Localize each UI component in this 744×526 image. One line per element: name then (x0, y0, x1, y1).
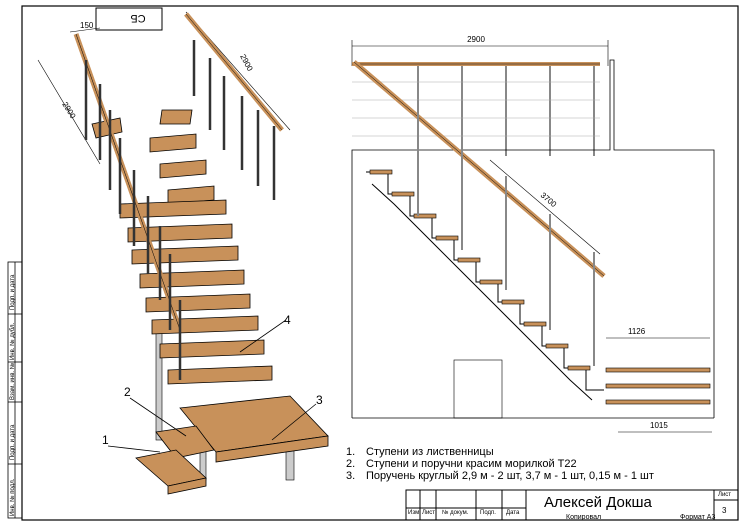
title-block (405, 489, 739, 521)
dim-elev-rail: 3700 (539, 191, 559, 210)
iso-staircase: 150 2900 2900 (37, 11, 329, 495)
author-name: Алексей Докша (544, 494, 652, 511)
side-label: Инв. № подл. (10, 478, 16, 516)
copied-label: Копировал (566, 514, 602, 521)
sheet-label: Лист (718, 492, 732, 498)
col-sign: Подп. (480, 510, 496, 516)
notes-list: 1.Ступени из лиственницы 2.Ступени и пор… (346, 446, 654, 482)
dim-iso-top: 150 (80, 21, 94, 30)
side-label: Подп. и дата (10, 424, 16, 460)
dim-elev-step: 1126 (628, 327, 646, 336)
col-list: Лист (422, 510, 436, 516)
col-doc: № докум. (442, 510, 469, 516)
format-label: Формат А3 (680, 514, 716, 521)
callout-1: 1 (102, 433, 109, 447)
col-date: Дата (506, 510, 520, 516)
callout-4: 4 (284, 313, 291, 327)
side-label: Подп. и дата (10, 274, 16, 310)
binding-strip (7, 261, 23, 519)
dim-iso-left: 2900 (60, 100, 77, 120)
sheet-number: 3 (722, 506, 727, 515)
stamp-box: СБ (95, 7, 163, 31)
dim-iso-rail: 2900 (238, 53, 255, 73)
col-izm: Изм (408, 510, 420, 516)
dim-elev-bottom: 1015 (650, 421, 668, 430)
side-label: Взам. инв. № (10, 362, 16, 400)
dim-elev-top: 2900 (467, 35, 485, 44)
side-label: Инв. № дубл. (10, 322, 16, 360)
callout-3: 3 (316, 393, 323, 407)
note-item: 2.Ступени и поручни красим морилкой Т22 (346, 458, 577, 470)
elevation-view: 2900 3700 (351, 35, 715, 433)
note-item: 1.Ступени из лиственницы (346, 446, 494, 458)
stamp-text: СБ (130, 12, 145, 24)
callout-2: 2 (124, 385, 131, 399)
note-item: 3.Поручень круглый 2,9 м - 2 шт, 3,7 м -… (346, 470, 654, 482)
